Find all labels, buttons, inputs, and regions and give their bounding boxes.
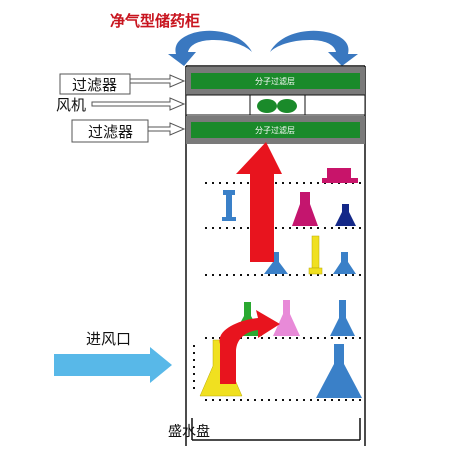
reagent-box — [322, 168, 358, 183]
callout-fan-label: 风机 — [56, 96, 86, 114]
flask-blue-large-icon — [316, 344, 362, 398]
filter-layer-label-bottom: 分子过滤层 — [255, 125, 295, 135]
water-tray — [191, 418, 361, 441]
flask-blue-small-icon — [264, 252, 288, 274]
airflow-curve-arrow-icon — [219, 310, 280, 384]
callout-filter-top: 过滤器 — [59, 73, 186, 95]
test-tube-blue-icon — [222, 190, 236, 221]
flask-blue-right-icon — [333, 252, 356, 274]
flask-pink-icon — [273, 300, 300, 336]
exhaust-swirl-left-icon — [168, 30, 252, 66]
diagram-title: 净气型储药柜 — [110, 12, 200, 30]
fan-icon — [257, 99, 297, 113]
callout-filter-top-label: 过滤器 — [72, 76, 117, 94]
shelves — [193, 182, 362, 401]
filter-bottom: 分子过滤层 — [186, 116, 365, 144]
callout-filter-bottom: 过滤器 — [71, 119, 186, 143]
water-tray-label: 盛水盘 — [168, 423, 210, 440]
callout-fan: 风机 — [56, 96, 186, 114]
filter-top: 分子过滤层 — [186, 67, 365, 95]
inlet-label: 进风口 — [86, 330, 131, 348]
filter-layer-label-top: 分子过滤层 — [255, 76, 295, 86]
exhaust-swirl-right-icon — [270, 30, 358, 66]
flask-blue-tall-icon — [330, 300, 355, 336]
flask-magenta-icon — [292, 192, 318, 226]
callout-filter-bottom-label: 过滤器 — [88, 123, 133, 141]
fan-unit — [185, 94, 366, 116]
inlet-arrow-icon — [54, 347, 172, 383]
airflow-up-arrow-icon — [236, 142, 282, 262]
test-tube-yellow-icon — [308, 235, 323, 275]
flask-navy-icon — [335, 204, 356, 226]
